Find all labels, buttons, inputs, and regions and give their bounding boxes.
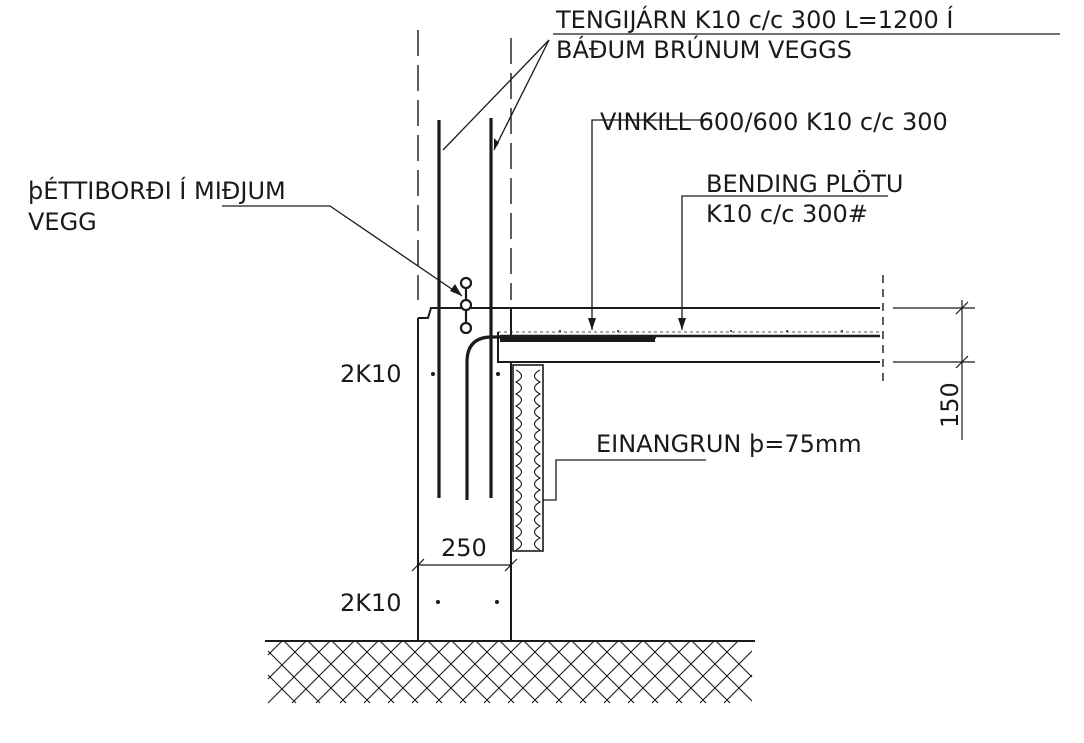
rebar-dots [431, 372, 500, 604]
slab-reinforcement-label-line1: BENDING PLÖTU [706, 169, 903, 198]
centerlines [417, 30, 512, 300]
insulation-board [512, 364, 544, 552]
dimension-slab-thickness [893, 300, 975, 440]
slab-thickness-dimension-label: 150 [936, 382, 964, 428]
angle-bar [465, 335, 656, 500]
ground-hatch [265, 640, 755, 704]
tie-bars-label-line1: TENGIJÁRN K10 c/c 300 L=1200 Í [555, 5, 954, 34]
wall-top-bars-label: 2K10 [340, 360, 402, 388]
dimension-wall-width [411, 558, 518, 572]
wall-tie-bars [437, 118, 493, 498]
floor-slab [497, 307, 880, 363]
slab-reinforcement-label-line2: K10 c/c 300# [706, 200, 868, 228]
waterstop-label-line2: VEGG [28, 208, 97, 236]
tie-bars-label-line2: BÁÐUM BRÚNUM VEGGS [556, 34, 852, 64]
waterstop [459, 276, 473, 335]
angle-bar-label: VINKILL 600/600 K10 c/c 300 [600, 108, 948, 136]
insulation-label: EINANGRUN þ=75mm [596, 430, 862, 458]
wall-bottom-bars-label: 2K10 [340, 589, 402, 617]
waterstop-label-line1: þÉTTIBORÐI Í MIÐJUM [28, 176, 286, 205]
leader-lines [222, 33, 1060, 501]
leader-arrows [450, 138, 686, 330]
wall-width-dimension-label: 250 [441, 534, 487, 562]
